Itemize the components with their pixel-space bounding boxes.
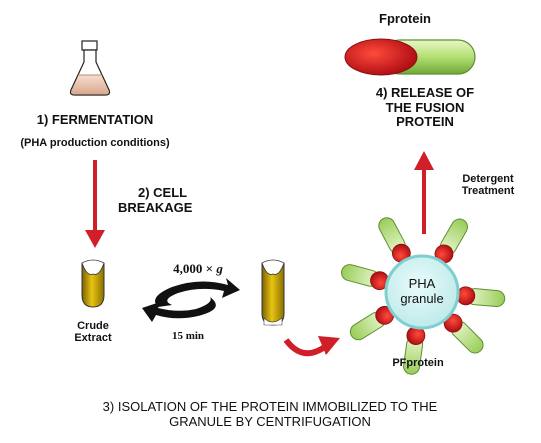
detergent-label: Detergent Treatment <box>443 173 533 198</box>
step4-label: 4) RELEASE OF THE FUSION PROTEIN <box>340 85 510 130</box>
step4-line1: 4) RELEASE OF <box>375 85 475 100</box>
pellet-tube-icon <box>261 259 285 326</box>
granule-protein-2 <box>378 217 411 263</box>
fprotein-label: Fprotein <box>379 11 431 26</box>
crude-extract-tube-icon <box>81 259 105 308</box>
step3-line1: 3) ISOLATION OF THE PROTEIN IMMOBILIZED … <box>102 399 438 414</box>
granule-body <box>384 254 460 330</box>
speed-unit: g <box>216 261 223 276</box>
arrow-up-icon <box>414 151 434 234</box>
arrow-down-icon <box>85 160 105 248</box>
crude-line2: Extract <box>74 332 112 345</box>
granule-protein-4 <box>349 305 395 341</box>
granule-line2: granule <box>400 290 444 306</box>
step1-subtitle: (PHA production conditions) <box>20 137 170 149</box>
granule-protein-6 <box>443 313 484 354</box>
granule-protein-5 <box>403 326 426 375</box>
step2-label: 2) CELL BREAKAGE <box>118 185 218 215</box>
granule-protein-7 <box>456 286 506 308</box>
curved-arrow-icon <box>283 336 340 357</box>
step4-line2: THE FUSION <box>385 99 465 115</box>
centrifuge-speed-label: 4,000 × g <box>148 261 248 277</box>
detergent-line2: Treatment <box>461 185 515 198</box>
crude-line1: Crude <box>77 320 109 332</box>
step3-label: 3) ISOLATION OF THE PROTEIN IMMOBILIZED … <box>20 399 520 429</box>
speed-value: 4,000 × <box>173 261 214 276</box>
granule-line1: PHA <box>408 276 436 291</box>
flask-icon <box>69 40 111 96</box>
granule-label: PHA granule <box>392 276 452 306</box>
granule-protein-3 <box>341 264 389 291</box>
step4-line3: PROTEIN <box>396 114 454 130</box>
step2-line2: BREAKAGE <box>118 199 193 215</box>
crude-extract-label: Crude Extract <box>58 320 128 345</box>
detergent-line1: Detergent <box>462 173 514 185</box>
pfprotein-label: PFprotein <box>392 357 444 369</box>
centrifuge-time-label: 15 min <box>171 330 205 342</box>
step3-line2: GRANULE BY CENTRIFUGATION <box>169 413 371 429</box>
centrifuge-rotation-icon <box>142 278 240 322</box>
fprotein-capsule-icon <box>344 38 476 76</box>
step2-line1: 2) CELL <box>138 185 188 200</box>
pha-granule-icon <box>341 217 506 375</box>
step1-label: 1) FERMENTATION <box>36 112 154 127</box>
